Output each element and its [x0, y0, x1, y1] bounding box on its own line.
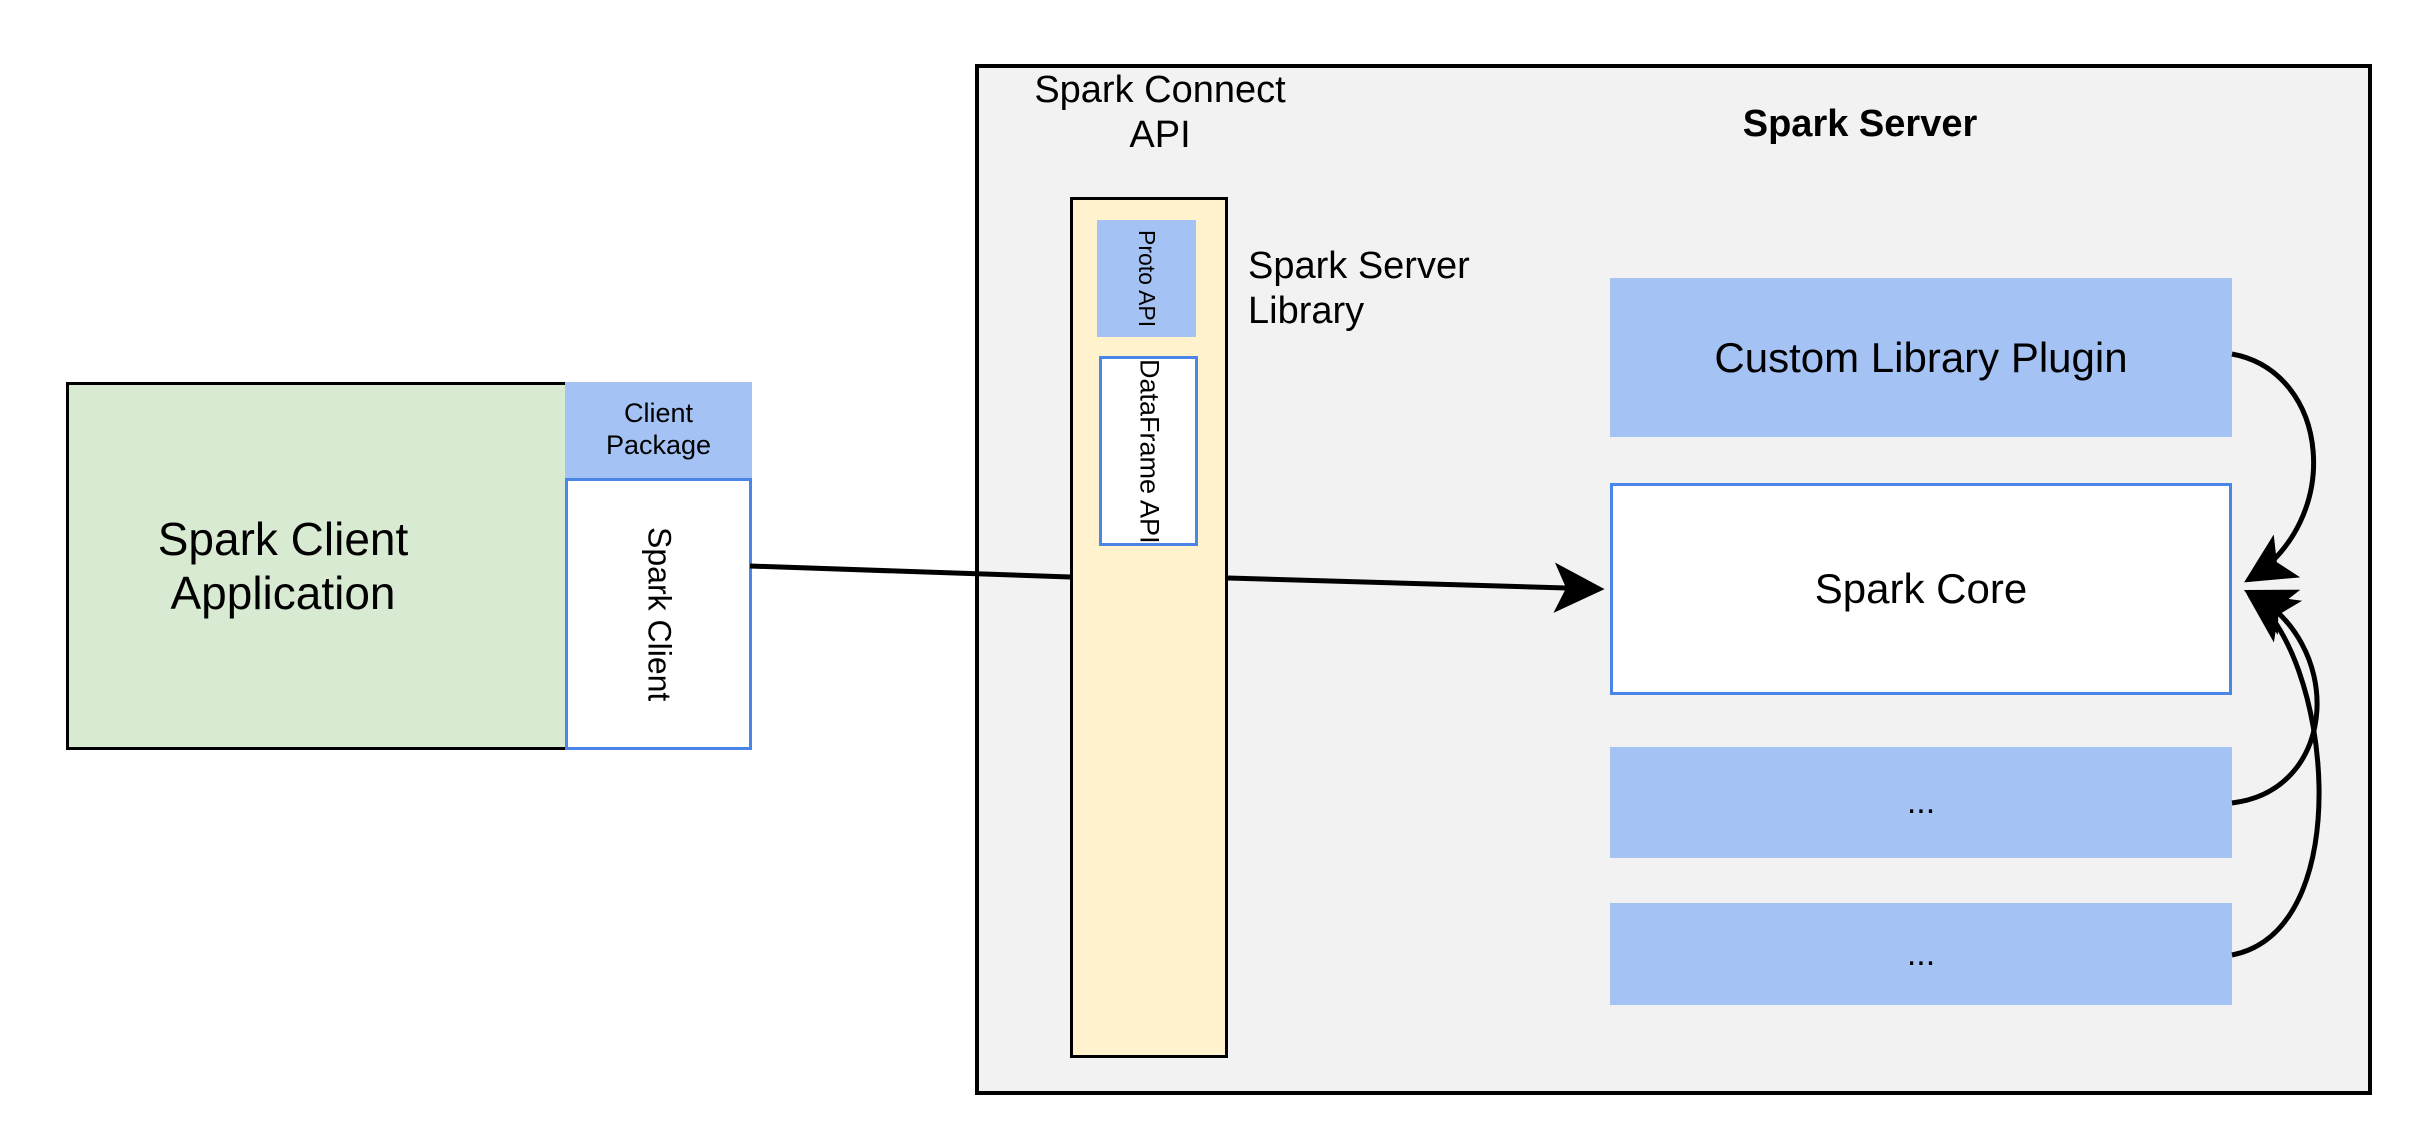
spark-connect-api-label-text: Spark Connect API — [1034, 69, 1286, 156]
spark-server-library-label-text: Spark Server Library — [1248, 245, 1470, 332]
server-item-ellipsis-1-label: ... — [1906, 783, 1936, 822]
client-package-label: Client Package — [605, 398, 712, 460]
spark-core-label: Spark Core — [1814, 565, 2028, 613]
server-item-ellipsis-2-label: ... — [1906, 934, 1936, 973]
custom-library-plugin-box[interactable]: Custom Library Plugin — [1610, 278, 2232, 437]
spark-server-title-text: Spark Server — [1742, 102, 1978, 145]
spark-connect-api-label: Spark Connect API — [1010, 68, 1310, 180]
spark-server-library-label: Spark Server Library — [1248, 244, 1528, 354]
spark-server-title: Spark Server — [1700, 96, 2020, 152]
spark-client-application-label: Spark Client Application — [157, 512, 409, 619]
server-item-ellipsis-2[interactable]: ... — [1610, 903, 2232, 1005]
spark-core-box[interactable]: Spark Core — [1610, 483, 2232, 695]
client-package-box[interactable]: Client Package — [565, 382, 752, 478]
spark-client-application-box[interactable]: Spark Client Application — [66, 382, 570, 750]
spark-client-box[interactable]: Spark Client — [565, 478, 752, 750]
dataframe-api-box[interactable]: DataFrame API — [1099, 356, 1198, 546]
dataframe-api-label: DataFrame API — [1134, 358, 1165, 544]
proto-api-label: Proto API — [1134, 229, 1161, 328]
spark-client-label: Spark Client — [641, 526, 678, 702]
spark-connect-api-column — [1070, 197, 1228, 1058]
custom-library-plugin-label: Custom Library Plugin — [1714, 333, 2128, 381]
proto-api-box[interactable]: Proto API — [1097, 220, 1196, 337]
server-item-ellipsis-1[interactable]: ... — [1610, 747, 2232, 858]
